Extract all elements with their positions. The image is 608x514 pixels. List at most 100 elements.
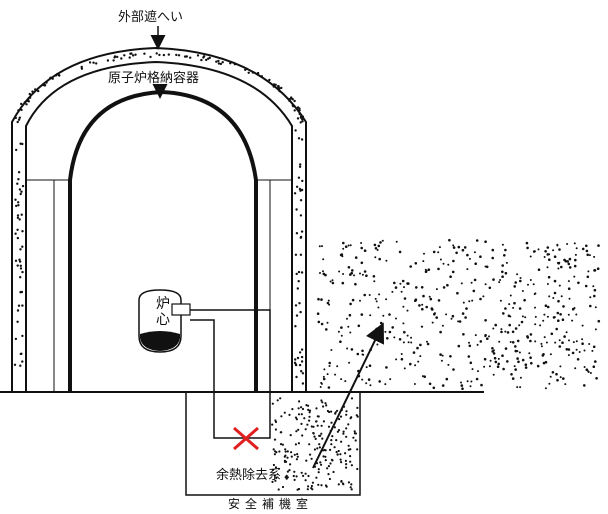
stipple-dot	[294, 253, 298, 256]
stipple-dot	[23, 101, 26, 104]
stipple-dot	[15, 204, 18, 208]
stipple-dot	[365, 366, 368, 369]
stipple-dot	[548, 382, 551, 385]
stipple-dot	[597, 244, 600, 247]
stipple-dot	[567, 262, 571, 266]
stipple-dot	[484, 319, 487, 322]
stipple-dot	[546, 283, 549, 285]
stipple-dot	[353, 274, 355, 277]
stipple-dot	[510, 373, 513, 376]
stipple-dot	[421, 325, 424, 328]
stipple-dot	[382, 314, 385, 317]
stipple-dot	[149, 55, 152, 59]
stipple-dot	[352, 436, 355, 439]
stipple-dot	[363, 249, 367, 252]
stipple-dot	[445, 377, 449, 381]
stipple-dot	[378, 380, 382, 383]
stipple-dot	[462, 301, 465, 304]
stipple-dot	[450, 317, 453, 320]
stipple-dot	[565, 348, 569, 351]
stipple-dot	[414, 364, 417, 367]
stipple-dot	[202, 56, 205, 59]
stipple-dot	[326, 467, 329, 470]
stipple-dot	[536, 364, 540, 368]
stipple-dot	[310, 425, 313, 428]
stipple-dot	[471, 299, 474, 302]
stipple-dot	[286, 476, 289, 479]
stipple-dot	[564, 383, 567, 386]
stipple-dot	[428, 382, 432, 386]
stipple-dot	[295, 430, 298, 433]
stipple-dot	[379, 321, 383, 325]
outer-shield-label: 外部遮へい	[118, 9, 183, 25]
stipple-dot	[357, 324, 361, 328]
stipple-dot	[320, 298, 323, 301]
stipple-dot	[342, 432, 345, 435]
stipple-dot	[334, 373, 337, 376]
stipple-dot	[552, 249, 555, 252]
stipple-dot	[592, 285, 595, 288]
stipple-dot	[519, 279, 522, 283]
stipple-dot	[519, 386, 522, 389]
stipple-dot	[461, 387, 464, 391]
stipple-dot	[14, 116, 17, 120]
stipple-dot	[290, 451, 293, 454]
stipple-dot	[296, 106, 300, 109]
stipple-dot	[593, 288, 597, 292]
stipple-dot	[410, 341, 413, 344]
stipple-dot	[349, 331, 352, 334]
stipple-dot	[568, 297, 571, 300]
stipple-dot	[300, 348, 304, 351]
stipple-dot	[375, 327, 378, 330]
stipple-dot	[571, 351, 575, 355]
stipple-dot	[356, 448, 359, 451]
stipple-dot	[18, 218, 21, 221]
core-label-line1: 炉	[156, 296, 170, 312]
stipple-dot	[395, 240, 398, 243]
stipple-dot	[572, 341, 575, 344]
stipple-dot	[16, 236, 20, 240]
stipple-dot	[116, 55, 119, 59]
stipple-dot	[422, 294, 425, 298]
stipple-dot	[162, 53, 166, 57]
stipple-dot	[323, 368, 326, 371]
stipple-dot	[437, 267, 440, 271]
stipple-dot	[336, 453, 339, 456]
stipple-dot	[524, 366, 528, 369]
stipple-dot	[345, 413, 348, 416]
stipple-dot	[341, 482, 344, 485]
stipple-dot	[196, 54, 200, 57]
stipple-dot	[348, 361, 351, 364]
stipple-dot	[461, 248, 465, 252]
stipple-dot	[514, 345, 517, 348]
stipple-dot	[460, 381, 462, 384]
stipple-dot	[336, 365, 339, 368]
stipple-dot	[468, 341, 470, 344]
stipple-dot	[18, 116, 21, 119]
stipple-dot	[373, 330, 376, 333]
stipple-dot	[448, 238, 451, 242]
stipple-dot	[299, 214, 303, 217]
stipple-dot	[292, 105, 295, 108]
stipple-dot	[183, 55, 187, 58]
stipple-dot	[529, 333, 533, 336]
stipple-dot	[337, 429, 341, 432]
stipple-dot	[342, 241, 345, 245]
stipple-dot	[349, 486, 352, 489]
stipple-dot	[308, 409, 312, 412]
stipple-dot	[506, 360, 509, 363]
stipple-dot	[301, 407, 305, 411]
stipple-dot	[367, 378, 371, 381]
stipple-dot	[468, 257, 471, 260]
stipple-dot	[350, 348, 354, 351]
stipple-dot	[293, 478, 296, 481]
stipple-dot	[16, 120, 19, 124]
stipple-dot	[286, 470, 289, 473]
stipple-dot	[320, 399, 323, 402]
stipple-dot	[593, 294, 596, 298]
stipple-dot	[299, 253, 303, 256]
stipple-dot	[475, 239, 479, 242]
stipple-dot	[347, 444, 350, 447]
stipple-dot	[131, 54, 135, 57]
stipple-dot	[349, 273, 352, 276]
